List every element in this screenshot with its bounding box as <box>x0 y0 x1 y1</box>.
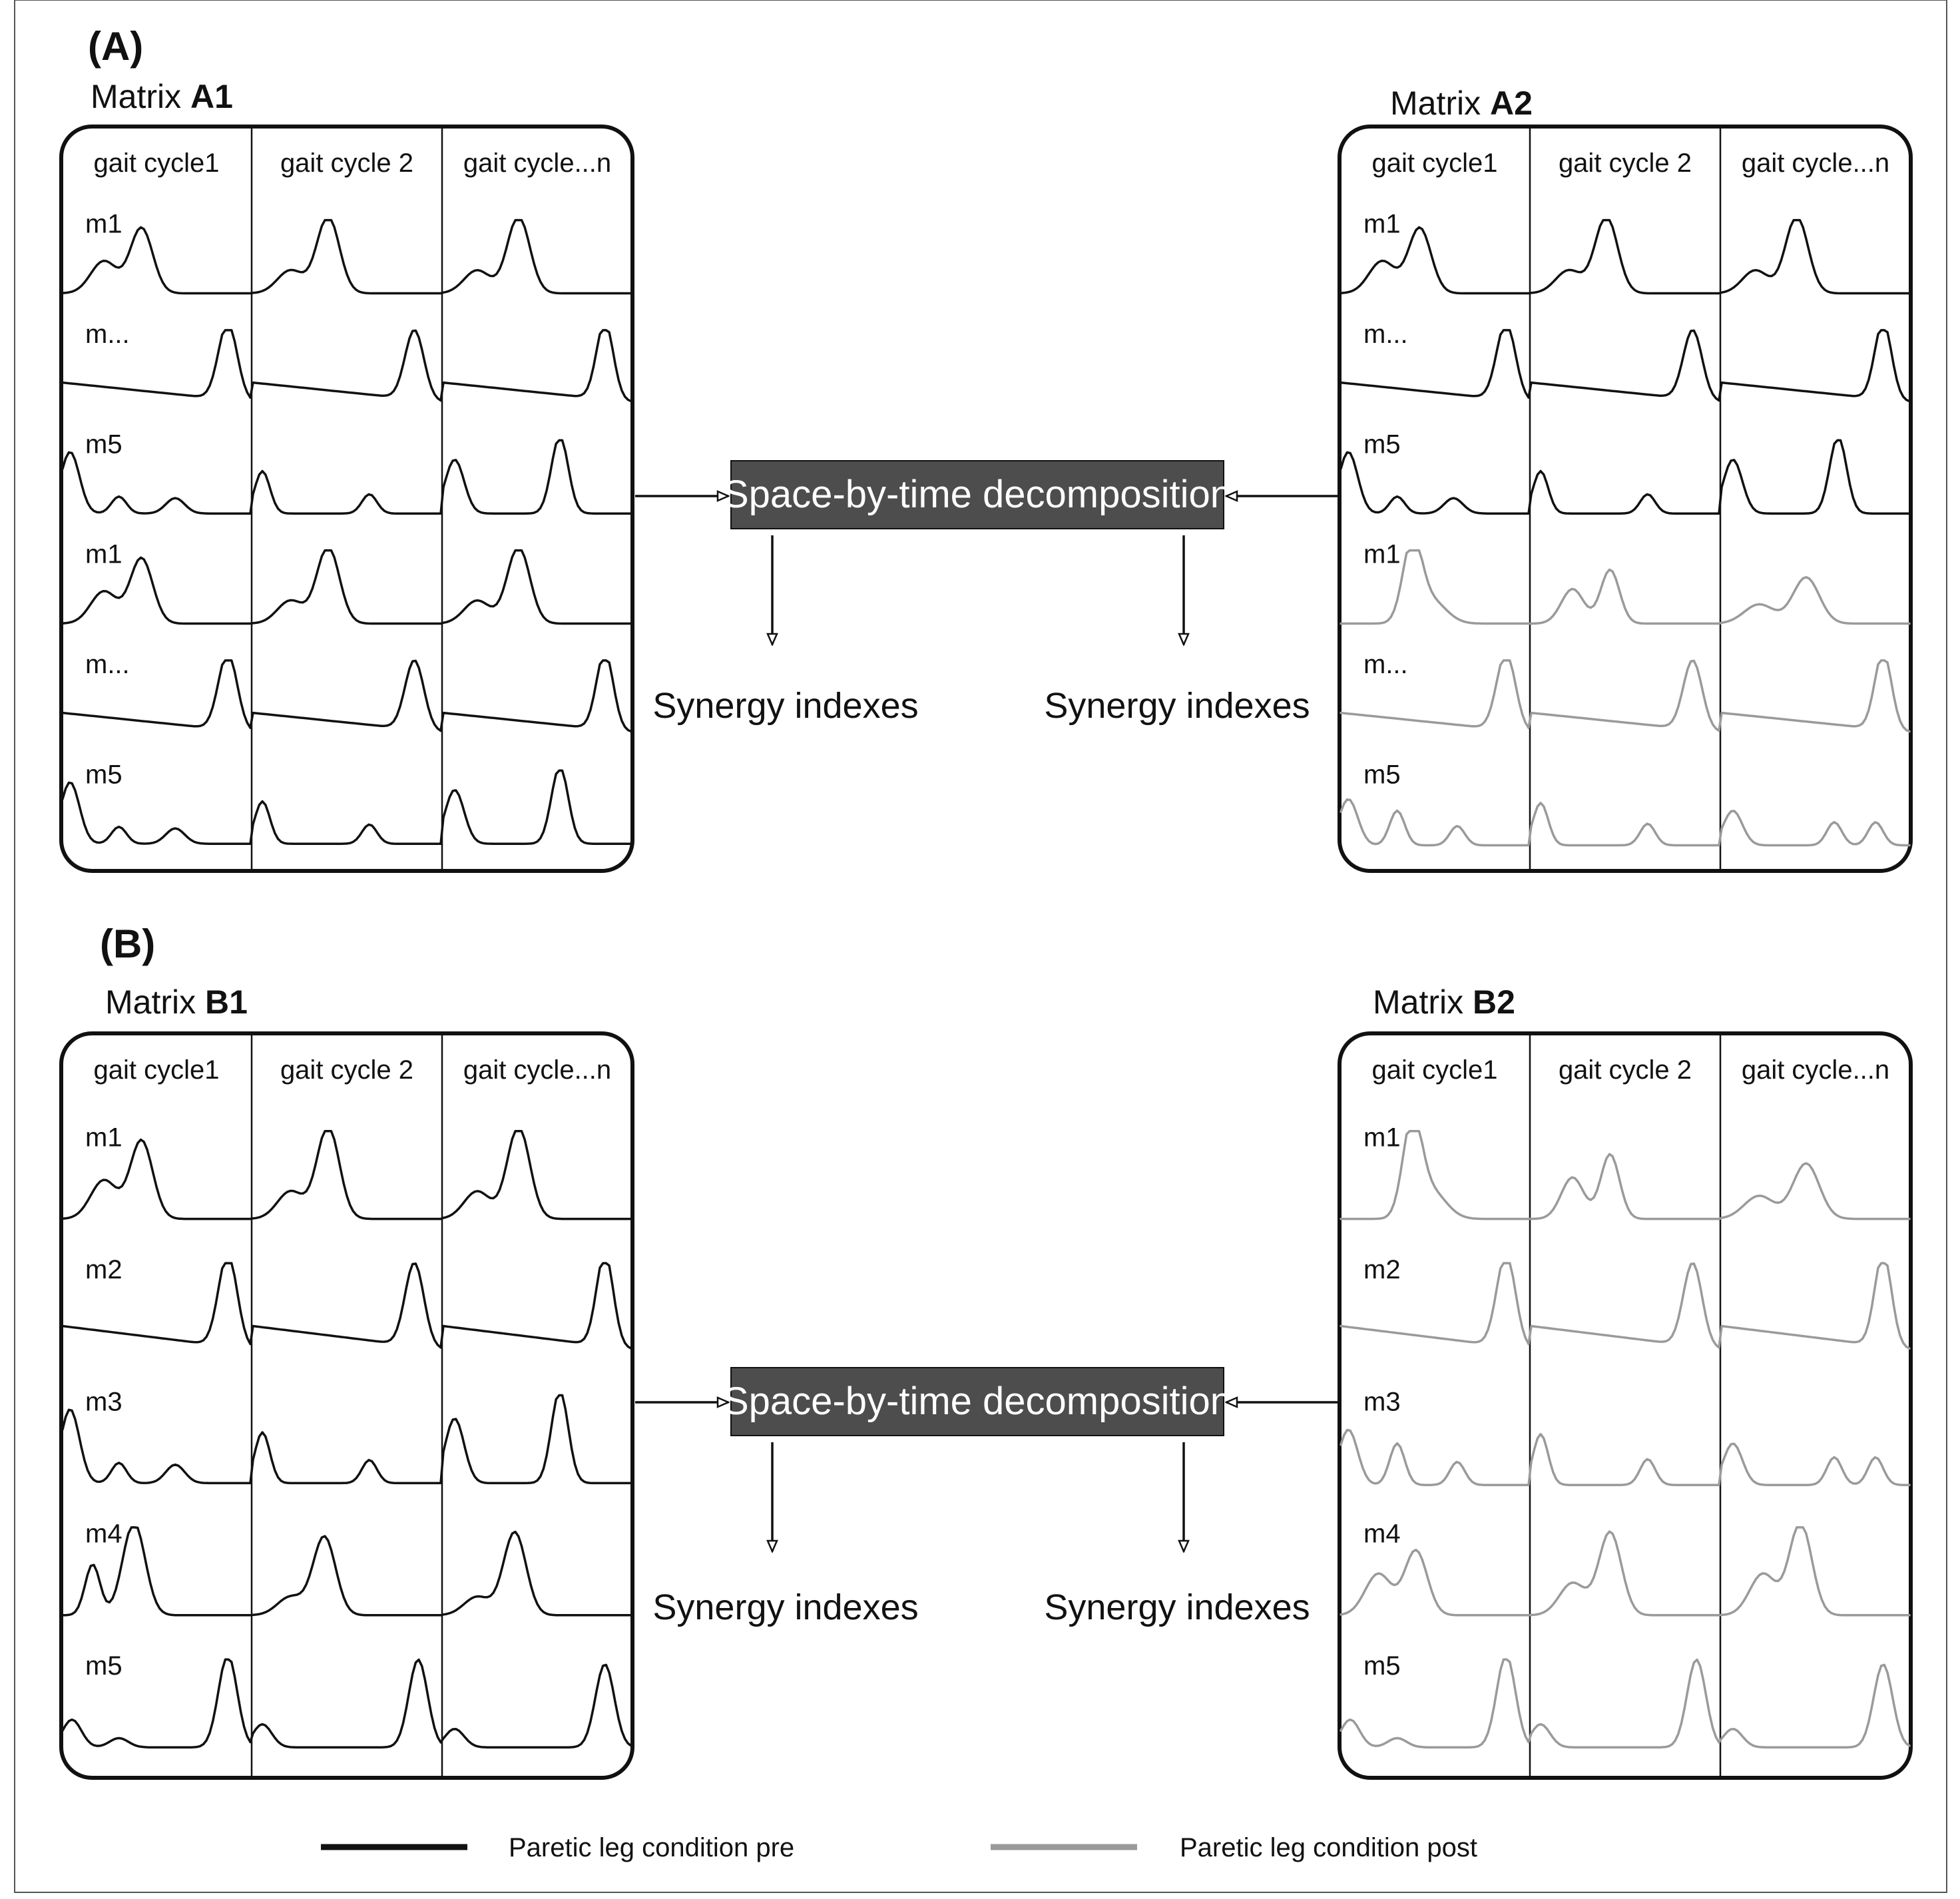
synergy-indexes-b-right: Synergy indexes <box>1044 1587 1310 1627</box>
matrix-a2-column-header: gait cycle1 <box>1372 148 1498 178</box>
matrix-b1-emg-trace <box>61 1394 632 1485</box>
legend-label-post: Paretic leg condition post <box>1180 1833 1477 1862</box>
matrix-a1-emg-trace <box>61 218 632 295</box>
matrix-a2-emg-trace <box>1340 798 1911 847</box>
matrix-a1-emg-trace <box>61 329 632 403</box>
synergy-indexes-b-left: Synergy indexes <box>652 1587 918 1627</box>
matrix-b1-column-header: gait cycle 2 <box>280 1055 413 1085</box>
matrix-a1-column-header: gait cycle1 <box>94 148 220 178</box>
matrix-a2-column-header: gait cycle...n <box>1742 148 1889 178</box>
matrix-a2-label: Matrix A2 <box>1390 85 1533 122</box>
matrix-a1-row-label: m... <box>85 320 130 349</box>
matrix-b2-emg-trace <box>1340 1428 1911 1486</box>
matrix-b1-label: Matrix B1 <box>105 983 248 1021</box>
matrix-b1-emg-trace <box>61 1658 632 1749</box>
matrix-a2-emg-trace <box>1340 218 1911 295</box>
matrix-a1-row-label: m5 <box>85 429 122 459</box>
matrix-a2-emg-trace <box>1340 659 1911 733</box>
decomposition-box-b: Space-by-time decomposition <box>723 1367 1232 1436</box>
matrix-a1-row-label: m5 <box>85 760 122 789</box>
matrix-a2-frame <box>1338 125 1913 873</box>
matrix-a1-column-header: gait cycle...n <box>463 148 611 178</box>
matrix-a2-emg-trace <box>1340 549 1911 625</box>
matrix-a1-row-label: m1 <box>85 210 122 239</box>
matrix-a2-column-header: gait cycle 2 <box>1559 148 1692 178</box>
legend-label-pre: Paretic leg condition pre <box>509 1833 794 1862</box>
synergy-indexes-a-left: Synergy indexes <box>652 686 918 726</box>
matrix-b2-column-header: gait cycle...n <box>1742 1055 1889 1085</box>
matrix-b2-row-label: m2 <box>1363 1255 1401 1284</box>
matrix-a1-column-header: gait cycle 2 <box>280 148 413 178</box>
decomposition-box-a: Space-by-time decomposition <box>723 460 1232 529</box>
matrix-a2-emg-trace <box>1340 439 1911 515</box>
matrix-b2-row-label: m3 <box>1363 1387 1401 1416</box>
matrix-a1-emg-trace <box>61 769 632 845</box>
matrix-b2-row-label: m4 <box>1363 1519 1401 1549</box>
decomposition-label-a: Space-by-time decomposition <box>723 473 1232 516</box>
matrix-b1-frame <box>59 1031 634 1780</box>
matrix-a2-row-label: m1 <box>1363 540 1401 569</box>
matrix-a1-emg-trace <box>61 439 632 515</box>
matrix-a2-row-label: m5 <box>1363 429 1401 459</box>
matrix-a1-frame <box>59 125 634 873</box>
matrix-b1-row-label: m1 <box>85 1123 122 1153</box>
matrix-a2: gait cycle1 gait cycle 2 gait cycle...n m1 m… <box>1338 125 1913 873</box>
section-b-label: (B) <box>100 922 155 966</box>
matrix-b2-label: Matrix B2 <box>1373 983 1515 1021</box>
matrix-a2-row-label: m5 <box>1363 760 1401 789</box>
section-a-label: (A) <box>88 24 143 69</box>
matrix-b1: gait cycle1 gait cycle 2 gait cycle...n m1 m… <box>59 1031 634 1780</box>
matrix-b1-row-label: m4 <box>85 1519 122 1549</box>
matrix-a1-label: Matrix A1 <box>91 78 233 115</box>
matrix-a1-row-label: m1 <box>85 540 122 569</box>
matrix-b2: gait cycle1 gait cycle 2 gait cycle...n m1 m… <box>1338 1031 1913 1780</box>
matrix-b2-emg-trace <box>1340 1262 1911 1350</box>
matrix-a2-row-label: m... <box>1363 320 1408 349</box>
matrix-b2-column-header: gait cycle1 <box>1372 1055 1498 1085</box>
matrix-a2-row-label: m... <box>1363 650 1408 679</box>
decomposition-label-b: Space-by-time decomposition <box>723 1380 1232 1423</box>
synergy-indexes-a-right: Synergy indexes <box>1044 686 1310 726</box>
matrix-b2-row-label: m1 <box>1363 1123 1401 1153</box>
matrix-b2-row-label: m5 <box>1363 1651 1401 1681</box>
matrix-a2-emg-trace <box>1340 329 1911 403</box>
figure-border <box>14 0 1947 1893</box>
matrix-b1-row-label: m2 <box>85 1255 122 1284</box>
matrix-b1-column-header: gait cycle1 <box>94 1055 220 1085</box>
matrix-b2-column-header: gait cycle 2 <box>1559 1055 1692 1085</box>
matrix-b2-frame <box>1338 1031 1913 1780</box>
matrix-b1-emg-trace <box>61 1262 632 1350</box>
matrix-a1: gait cycle1 gait cycle 2 gait cycle...n m1 m… <box>59 125 634 873</box>
matrix-b2-emg-trace <box>1340 1658 1911 1749</box>
matrix-a1-row-label: m... <box>85 650 130 679</box>
matrix-a2-row-label: m1 <box>1363 210 1401 239</box>
matrix-a1-emg-trace <box>61 549 632 625</box>
matrix-b1-emg-trace <box>61 1129 632 1221</box>
matrix-b1-row-label: m5 <box>85 1651 122 1681</box>
matrix-b1-emg-trace <box>61 1526 632 1617</box>
legend: Paretic leg condition pre Paretic leg co… <box>321 1833 1477 1862</box>
matrix-b2-emg-trace <box>1340 1129 1911 1221</box>
matrix-b2-emg-trace <box>1340 1526 1911 1617</box>
matrix-b1-column-header: gait cycle...n <box>463 1055 611 1085</box>
matrix-b1-row-label: m3 <box>85 1387 122 1416</box>
matrix-a1-emg-trace <box>61 659 632 733</box>
